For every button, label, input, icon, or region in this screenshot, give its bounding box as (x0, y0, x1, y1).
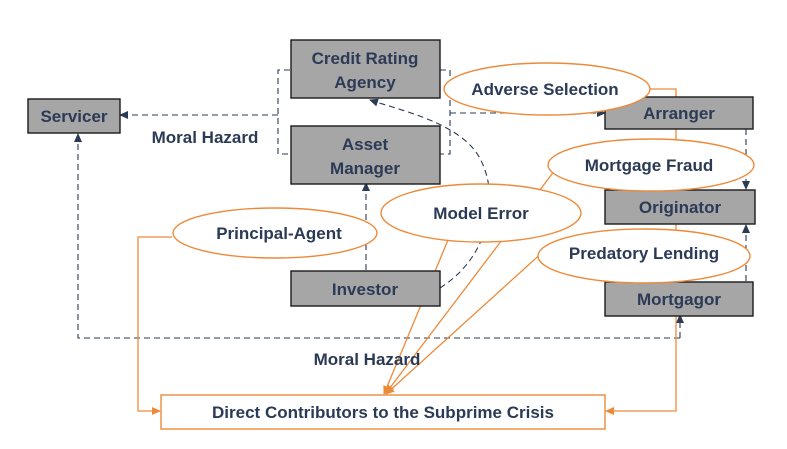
mortgage-fraud-label: Mortgage Fraud (585, 156, 713, 175)
arranger-label: Arranger (643, 104, 715, 123)
credit-rating-agency-box: Credit Rating Agency (290, 39, 441, 99)
moral-hazard-label-top: Moral Hazard (152, 128, 259, 147)
line-model-error-to-contributors (383, 239, 449, 395)
mortgagor-label: Mortgagor (637, 290, 721, 309)
mortgage-fraud-ellipse: Mortgage Fraud (547, 138, 755, 192)
arranger-box: Arranger (604, 96, 754, 130)
predatory-lending-ellipse: Predatory Lending (537, 228, 751, 284)
credit-rating-agency-label-line1: Credit Rating (312, 49, 419, 68)
moral-hazard-label-bottom: Moral Hazard (314, 350, 421, 369)
model-error-label: Model Error (433, 204, 529, 223)
model-error-ellipse: Model Error (380, 183, 582, 243)
contributors-box: Direct Contributors to the Subprime Cris… (160, 394, 606, 430)
investor-box: Investor (290, 270, 441, 307)
adverse-selection-ellipse: Adverse Selection (443, 62, 651, 116)
servicer-label: Servicer (40, 107, 107, 126)
mortgagor-box: Mortgagor (604, 281, 754, 317)
bracket-to-servicer (277, 69, 290, 155)
bracket-to-arranger (440, 69, 451, 155)
line-predatory-lending-to-contributors (385, 249, 546, 395)
asset-manager-box: Asset Manager (290, 125, 441, 185)
originator-label: Originator (639, 198, 722, 217)
contributors-label: Direct Contributors to the Subprime Cris… (212, 403, 554, 422)
asset-manager-label-line1: Asset (342, 135, 389, 154)
predatory-lending-label: Predatory Lending (569, 244, 719, 263)
asset-manager-label-line2: Manager (330, 159, 400, 178)
credit-rating-agency-label-line2: Agency (334, 73, 396, 92)
arrow-principal-agent-to-contributors (137, 236, 172, 415)
servicer-box: Servicer (27, 98, 121, 134)
investor-label: Investor (332, 280, 399, 299)
principal-agent-label: Principal-Agent (216, 224, 342, 243)
principal-agent-ellipse: Principal-Agent (172, 207, 378, 259)
arrow-investor-to-rating-agency (369, 98, 491, 289)
adverse-selection-label: Adverse Selection (471, 80, 618, 99)
originator-box: Originator (604, 189, 756, 225)
arrow-loop-to-servicer (74, 133, 680, 339)
